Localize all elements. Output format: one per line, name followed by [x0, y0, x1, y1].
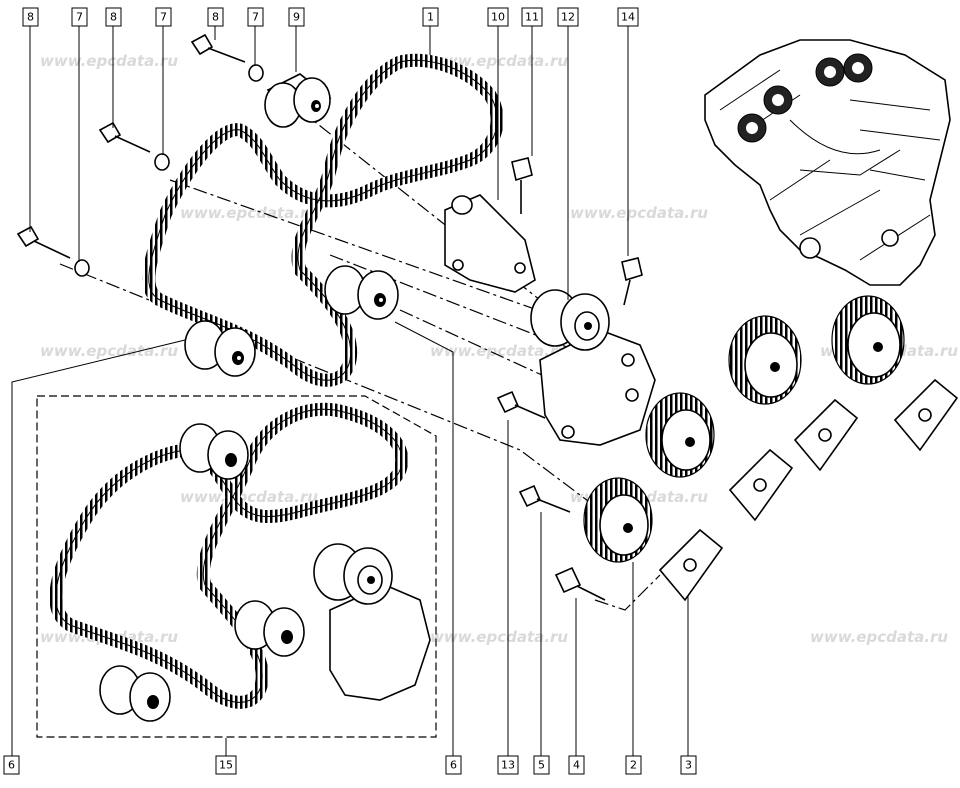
- callout-label: 7: [155, 7, 172, 27]
- svg-text:8: 8: [110, 11, 117, 24]
- svg-text:4: 4: [573, 759, 580, 772]
- watermark-text: www.epcdata.ru: [430, 52, 568, 70]
- bracket: [444, 194, 536, 293]
- watermark-text: www.epcdata.ru: [430, 628, 568, 646]
- svg-text:10: 10: [491, 11, 505, 24]
- callout-label: 3: [680, 755, 697, 775]
- hub-plates: [658, 378, 959, 602]
- svg-text:7: 7: [76, 11, 83, 24]
- callout-label: 5: [533, 755, 550, 775]
- callout-label: 12: [557, 7, 579, 27]
- bolt-tensioner-side: [496, 390, 546, 419]
- callout-label: 9: [288, 7, 305, 27]
- timing-kit: [36, 395, 437, 738]
- leader-lines: [11, 25, 689, 756]
- bolt-vertical: [511, 157, 533, 214]
- bolts-left: [16, 33, 264, 277]
- svg-text:7: 7: [160, 11, 167, 24]
- crankshaft-pulley: [583, 477, 653, 563]
- watermark-text: www.epcdata.ru: [40, 342, 178, 360]
- svg-text:9: 9: [293, 11, 300, 24]
- svg-text:15: 15: [219, 759, 233, 772]
- idler-roller-top: [264, 73, 332, 128]
- callout-label: 6: [445, 755, 462, 775]
- svg-text:14: 14: [621, 11, 635, 24]
- callout-label: 2: [625, 755, 642, 775]
- callout-label: 7: [71, 7, 88, 27]
- callouts-top: 8 7 8 7 8 7 9 1 10 11 12 14: [22, 7, 639, 27]
- callout-label: 7: [247, 7, 264, 27]
- bolts-lower: [518, 484, 606, 601]
- callout-label: 15: [215, 755, 237, 775]
- timing-belt: [142, 53, 504, 387]
- camshaft-pulleys: [645, 295, 905, 478]
- callout-label: 14: [617, 7, 639, 27]
- bolt-tensioner: [621, 257, 643, 306]
- watermark-text: www.epcdata.ru: [180, 204, 318, 222]
- svg-text:6: 6: [8, 759, 15, 772]
- svg-text:7: 7: [252, 11, 259, 24]
- callout-label: 11: [521, 7, 543, 27]
- engine-illustration: [704, 39, 951, 286]
- callouts-bottom: 6 15 6 13 5 4 2 3: [3, 755, 697, 775]
- svg-text:2: 2: [630, 759, 637, 772]
- callout-label: 8: [207, 7, 224, 27]
- callout-label: 10: [487, 7, 509, 27]
- svg-text:12: 12: [561, 11, 575, 24]
- callout-label: 8: [22, 7, 39, 27]
- tensioner-assembly: [530, 289, 656, 446]
- watermark-text: www.epcdata.ru: [180, 488, 318, 506]
- svg-text:8: 8: [212, 11, 219, 24]
- svg-text:5: 5: [538, 759, 545, 772]
- callout-label: 1: [422, 7, 439, 27]
- callout-label: 6: [3, 755, 20, 775]
- callout-label: 8: [105, 7, 122, 27]
- callout-label: 13: [497, 755, 519, 775]
- svg-text:11: 11: [525, 11, 539, 24]
- svg-text:13: 13: [501, 759, 515, 772]
- svg-text:1: 1: [427, 11, 434, 24]
- svg-text:3: 3: [685, 759, 692, 772]
- idler-roller-lower: [184, 320, 256, 377]
- watermark-text: www.epcdata.ru: [430, 342, 568, 360]
- callout-label: 4: [568, 755, 585, 775]
- svg-text:8: 8: [27, 11, 34, 24]
- svg-text:6: 6: [450, 759, 457, 772]
- watermark-text: www.epcdata.ru: [570, 204, 708, 222]
- watermark-text: www.epcdata.ru: [810, 628, 948, 646]
- watermark-text: www.epcdata.ru: [40, 52, 178, 70]
- idler-roller-middle: [324, 265, 399, 320]
